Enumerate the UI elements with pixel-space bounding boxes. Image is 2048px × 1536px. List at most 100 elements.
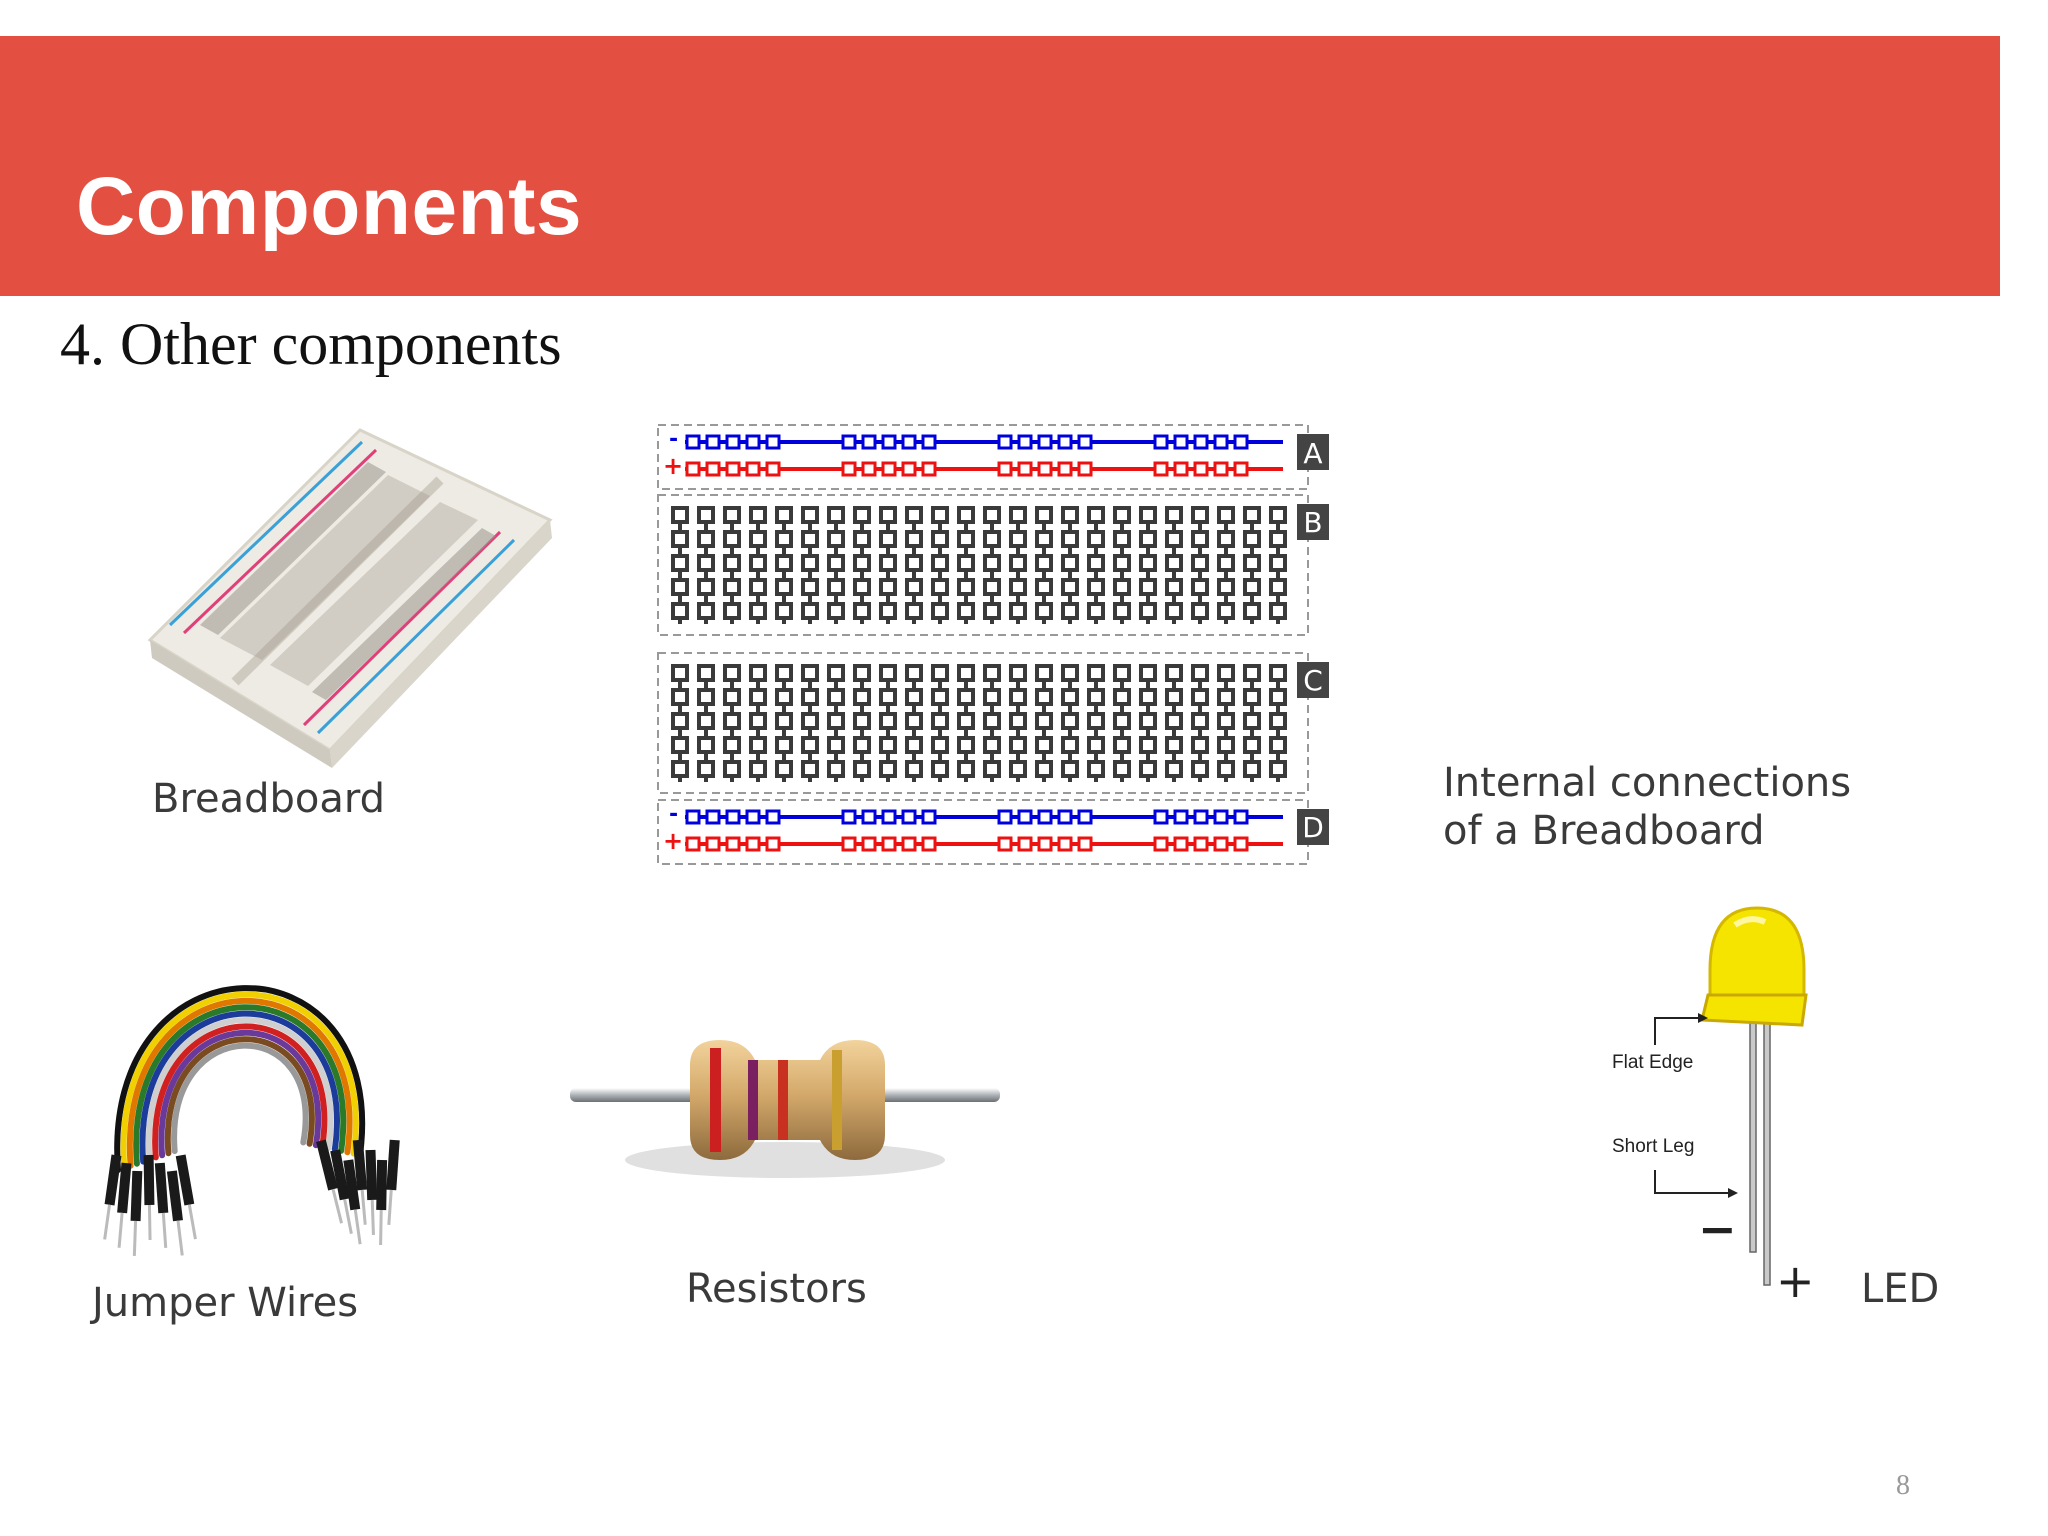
led-plus-label: + (1776, 1254, 1815, 1308)
terminal-strip (1191, 664, 1209, 782)
label-d-badge: D (1297, 809, 1329, 845)
terminal-strip (1139, 506, 1157, 624)
terminal-strip (1087, 506, 1105, 624)
label-a: A (1303, 437, 1322, 470)
resistor-image (570, 1040, 1000, 1178)
rail-bottom-positive (685, 836, 1283, 852)
terminal-strip (957, 664, 975, 782)
terminal-strip (749, 664, 767, 782)
wire-connector (365, 1149, 378, 1201)
jumper-wire (133, 1004, 347, 1167)
terminal-strip (749, 506, 767, 624)
jumper-wire (120, 991, 359, 1171)
wire-connector (330, 1149, 350, 1201)
label-b: B (1303, 506, 1322, 539)
section-c-outline (657, 652, 1309, 794)
terminal-strip (1009, 664, 1027, 782)
label-d: D (1302, 811, 1324, 844)
wire-connector (104, 1154, 122, 1206)
jumper-wire (114, 985, 366, 1173)
terminal-strip (853, 506, 871, 624)
terminal-strip (1243, 664, 1261, 782)
page-number: 8 (1896, 1470, 1910, 1501)
label-b-badge: B (1297, 504, 1329, 540)
terminal-strips-c (671, 664, 1287, 782)
terminal-strip (931, 664, 949, 782)
terminal-strip (957, 506, 975, 624)
terminal-strip (1087, 664, 1105, 782)
wire-pin (117, 1212, 124, 1248)
short-leg-label: Short Leg (1612, 1136, 1694, 1157)
wire-connector (166, 1170, 183, 1222)
wire-connector (376, 1159, 388, 1211)
power-rails-bottom (685, 809, 1283, 852)
terminal-strip (1217, 506, 1235, 624)
wire-pin (353, 1209, 362, 1245)
internal-connections-caption-line1: Internal connections (1443, 760, 1852, 806)
wire-pin (147, 1204, 152, 1241)
terminal-strip (1009, 506, 1027, 624)
terminal-strip (697, 664, 715, 782)
rail-top-plus: + (663, 452, 683, 480)
breadboard-caption: Breadboard (152, 776, 386, 822)
wire-connector (130, 1170, 143, 1222)
label-c-badge: C (1297, 662, 1329, 698)
slide-subtitle: 4. Other components (60, 311, 562, 377)
wire-pin (161, 1212, 168, 1248)
flat-edge-label: Flat Edge (1612, 1052, 1693, 1073)
terminal-strip (1061, 664, 1079, 782)
jumper-wires-image (103, 985, 400, 1257)
terminal-strip (1269, 664, 1287, 782)
terminal-strip (775, 506, 793, 624)
label-c: C (1303, 664, 1323, 697)
rail-top-negative (685, 434, 1283, 450)
label-a-badge: A (1297, 434, 1329, 470)
jumper-wire (145, 1017, 334, 1163)
terminal-strip (879, 506, 897, 624)
wire-connector (154, 1162, 169, 1214)
terminal-strip (931, 506, 949, 624)
terminal-strip (983, 506, 1001, 624)
terminal-strip (905, 664, 923, 782)
wire-connector (352, 1139, 368, 1191)
rail-bottom-minus: - (669, 802, 678, 827)
terminal-strip (775, 664, 793, 782)
terminal-strip (1035, 506, 1053, 624)
terminal-strip (1113, 506, 1131, 624)
wire-pin (187, 1204, 197, 1240)
jumper-wires-caption: Jumper Wires (92, 1280, 359, 1326)
breadboard-connections-diagram: - + - + A B C D (657, 424, 1329, 865)
wire-connector (316, 1139, 338, 1191)
terminal-strip (853, 664, 871, 782)
section-b-outline (657, 494, 1309, 636)
wire-connector (343, 1159, 361, 1211)
rail-bottom-negative (685, 809, 1283, 825)
terminal-strip (1217, 664, 1235, 782)
wire-pin (132, 1220, 138, 1257)
wire-pin (103, 1204, 112, 1240)
wire-pin (370, 1199, 375, 1236)
terminal-strip (671, 506, 689, 624)
jumper-wire (139, 1010, 340, 1165)
jumper-wire (158, 1029, 321, 1159)
breadboard-image (147, 428, 553, 768)
jumper-wire (164, 1036, 315, 1157)
wire-connector (117, 1162, 132, 1214)
wire-connector (386, 1139, 400, 1191)
terminal-strip (801, 664, 819, 782)
led-caption: LED (1861, 1266, 1940, 1312)
rail-top-positive (685, 461, 1283, 477)
title-banner (0, 36, 2000, 296)
terminal-strip (1113, 664, 1131, 782)
wire-pin (360, 1189, 367, 1225)
terminal-strip (827, 506, 845, 624)
terminal-strip (1035, 664, 1053, 782)
resistors-caption: Resistors (686, 1266, 867, 1312)
power-rails-top (685, 434, 1283, 477)
internal-connections-caption-line2: of a Breadboard (1443, 808, 1765, 854)
terminal-strip (671, 664, 689, 782)
terminal-strip (723, 664, 741, 782)
terminal-strip (827, 664, 845, 782)
rail-top-minus: - (669, 427, 678, 452)
terminal-strip (1269, 506, 1287, 624)
